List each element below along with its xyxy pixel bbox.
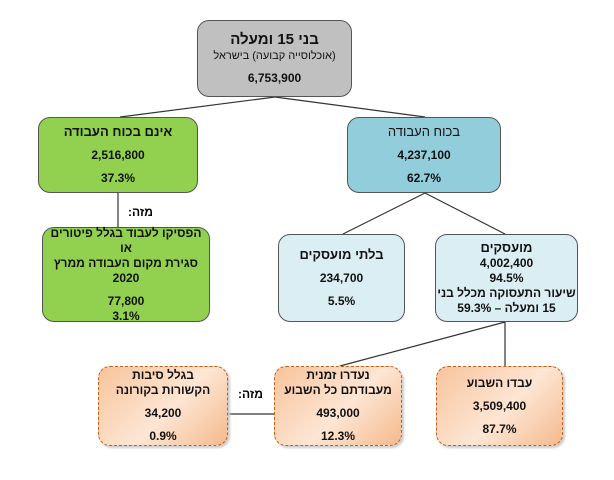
percent: 62.7%	[406, 171, 442, 186]
subtitle: (אוכלוסייה קבועה) בישראל	[213, 49, 336, 62]
note-line2: 15 ומעלה – 59.3%	[457, 301, 556, 316]
box-corona-reasons: בגלל סיבות הקשורות בקורונה 34,200 0.9%	[98, 366, 228, 446]
value: 234,700	[319, 271, 364, 286]
value: 493,000	[316, 406, 360, 420]
box-unemployed: בלתי מועסקים 234,700 5.5%	[278, 234, 405, 322]
percent: 3.1%	[112, 308, 140, 323]
box-labor-force: בכוח העבודה 4,237,100 62.7%	[347, 117, 501, 193]
title: בכוח העבודה	[387, 123, 461, 139]
value: 4,002,400	[479, 256, 534, 271]
line2: סגירת מקום העבודה ממרץ 2020	[53, 255, 199, 285]
line-labor-to-unemployed	[342, 192, 426, 235]
box-employed: מועסקים 4,002,400 94.5% שיעור התעסוקה מכ…	[435, 234, 578, 322]
title: בני 15 ומעלה	[230, 30, 319, 48]
line-employed-to-absent	[339, 321, 506, 367]
box-not-in-labor-force: אינם בכוח העבודה 2,516,800 37.3%	[38, 117, 198, 193]
line2: מעבודתם כל השבוע	[284, 383, 392, 397]
title: מועסקים	[480, 239, 533, 255]
percent: 12.3%	[320, 429, 356, 443]
line-top-to-not-in-labor	[119, 96, 276, 118]
box-worked-this-week: עבדו השבוע 3,509,400 87.7%	[436, 366, 563, 446]
line1: בגלל סיבות	[132, 368, 194, 382]
line1: נעדרו זמנית	[306, 368, 370, 382]
value: 2,516,800	[91, 148, 145, 163]
line2: הקשורות בקורונה	[115, 383, 211, 397]
percent: 37.3%	[100, 171, 136, 186]
of-which-label-2: מזה:	[238, 387, 263, 401]
value: 4,237,100	[397, 148, 451, 163]
title: בלתי מועסקים	[299, 246, 384, 262]
box-population-15-plus: בני 15 ומעלה (אוכלוסייה קבועה) בישראל 6,…	[197, 20, 352, 97]
percent: 94.5%	[489, 271, 524, 286]
title: עבדו השבוע	[466, 375, 533, 390]
box-stopped-working: הפסיקו לעבוד בגלל פיטורים או סגירת מקום …	[42, 225, 210, 323]
percent: 87.7%	[482, 421, 517, 436]
box-temporarily-absent: נעדרו זמנית מעבודתם כל השבוע 493,000 12.…	[274, 366, 402, 446]
of-which-label: מזה:	[128, 205, 153, 219]
value: 77,800	[107, 293, 145, 308]
title: אינם בכוח העבודה	[63, 123, 173, 139]
value: 34,200	[144, 406, 182, 420]
value: 6,753,900	[247, 71, 302, 86]
percent: 0.9%	[149, 429, 177, 443]
percent: 5.5%	[327, 294, 356, 309]
note-line1: שיעור התעסוקה מכלל בני	[437, 286, 576, 301]
line-top-to-labor	[274, 96, 426, 118]
line1: הפסיקו לעבוד בגלל פיטורים או	[50, 225, 202, 255]
line-labor-to-employed	[424, 192, 506, 235]
value: 3,509,400	[472, 398, 527, 413]
